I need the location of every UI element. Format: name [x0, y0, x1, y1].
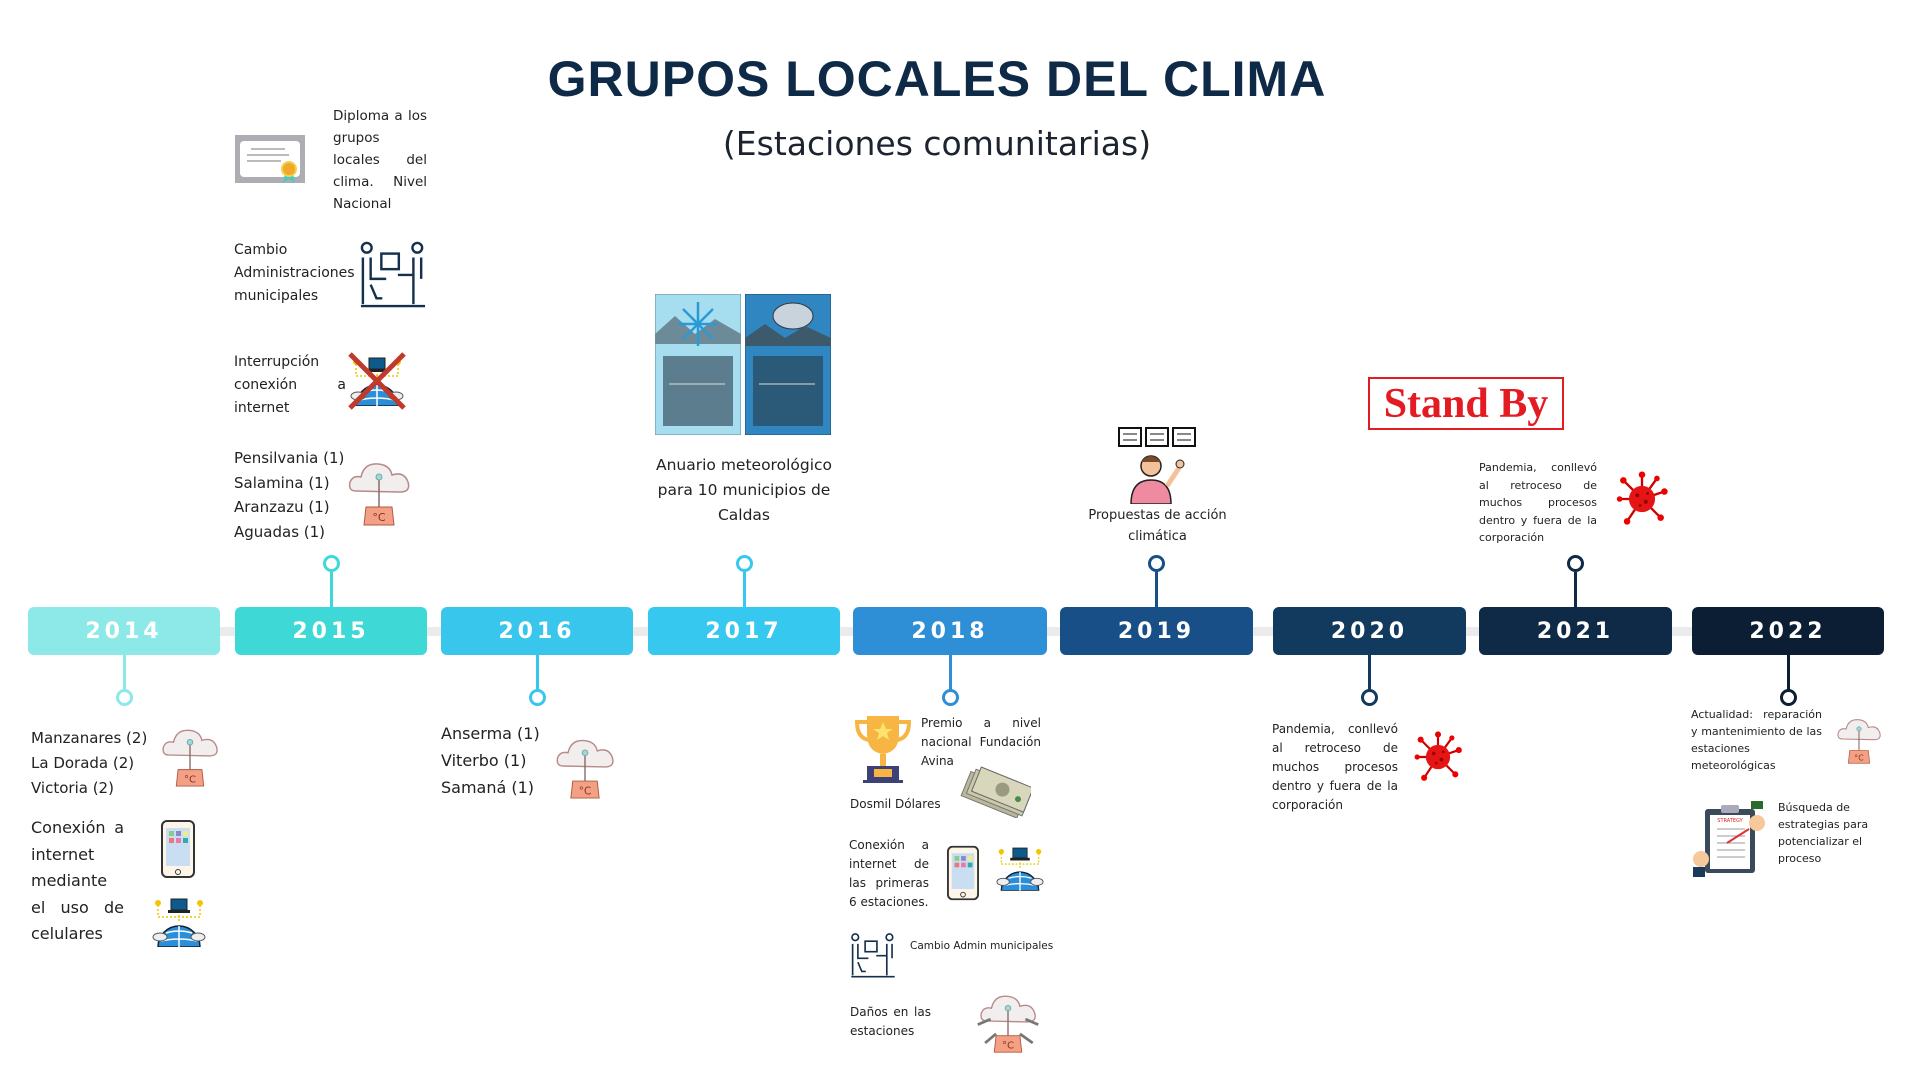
- connector-node: [1567, 555, 1584, 572]
- admin-change-text: Cambio Administraciones municipales: [234, 242, 355, 304]
- internet-network-icon: [152, 897, 206, 947]
- page-subtitle: (Estaciones comunitarias): [722, 124, 1152, 163]
- station-item: Pensilvania (1): [234, 449, 345, 467]
- year-box-2017: 2017: [648, 607, 840, 655]
- current-status-text: Actualidad: reparación y mantenimiento d…: [1691, 708, 1822, 772]
- year-box-2014: 2014: [28, 607, 220, 655]
- diploma-text: Diploma a los grupos locales del clima. …: [333, 108, 427, 212]
- connector-line: [535, 654, 539, 690]
- page-title: GRUPOS LOCALES DEL CLIMA: [547, 51, 1327, 107]
- stand-by-stamp: Stand By: [1368, 377, 1564, 430]
- handover-icon: [359, 239, 427, 309]
- year-box-2020: 2020: [1273, 607, 1466, 655]
- strategy-clipboard-icon: STRATEGY: [1691, 801, 1769, 877]
- year-box-2018: 2018: [853, 607, 1047, 655]
- strategy-text: Búsqueda de estrategias para potencializ…: [1778, 801, 1869, 865]
- award-text: Premio a nivel nacional Fundación Avina: [921, 716, 1041, 768]
- station-item: Manzanares (2): [31, 729, 148, 747]
- damaged-station-icon: [970, 988, 1046, 1054]
- connector-line: [1786, 654, 1790, 690]
- stations-2016: Anserma (1) Viterbo (1) Samaná (1): [441, 720, 540, 801]
- station-item: La Dorada (2): [31, 754, 135, 772]
- station-item: Anserma (1): [441, 724, 540, 743]
- mobile-connection-text: Conexión a internet mediante el uso de c…: [31, 818, 124, 943]
- connector-line: [1368, 654, 1371, 690]
- connector-node: [115, 689, 133, 706]
- year-box-2016: 2016: [441, 607, 633, 655]
- connector-node: [1361, 689, 1378, 706]
- connector-line: [742, 572, 746, 608]
- yearbook-text: Anuario meteorológico para 10 municipios…: [655, 456, 833, 524]
- virus-icon: [1412, 731, 1464, 783]
- handover-icon: [850, 931, 896, 979]
- station-item: Aranzazu (1): [234, 498, 330, 516]
- yearbook-image: [655, 294, 833, 435]
- proposals-text: Propuestas de acción climática: [1088, 508, 1227, 544]
- trophy-icon: [855, 714, 911, 784]
- connector-node: [941, 689, 959, 706]
- connector-line: [122, 654, 126, 690]
- weather-station-icon: [552, 732, 618, 800]
- year-box-2015: 2015: [235, 607, 427, 655]
- station-item: Samaná (1): [441, 778, 535, 797]
- connection-2018-text: Conexión a internet de las primeras 6 es…: [849, 838, 929, 909]
- year-box-2021: 2021: [1479, 607, 1672, 655]
- connector-line: [948, 654, 952, 690]
- stations-2014: Manzanares (2) La Dorada (2) Victoria (2…: [31, 726, 147, 801]
- proposal-presenter-icon: [1117, 426, 1197, 504]
- station-item: Salamina (1): [234, 473, 330, 492]
- admin-change-2018-text: Cambio Admin municipales: [910, 940, 1054, 952]
- weather-station-icon: [344, 455, 414, 527]
- connector-node: [735, 555, 753, 572]
- connector-line: [329, 572, 333, 608]
- diploma-icon: [235, 135, 305, 183]
- stations-2015: Pensilvania (1) Salamina (1) Aranzazu (1…: [234, 446, 344, 544]
- pandemic-text-2021: Pandemia, conllevó al retroceso de mucho…: [1479, 461, 1597, 544]
- money-icon: [959, 766, 1031, 818]
- interruption-text: Interrupción conexión a internet: [234, 354, 346, 416]
- svg-text:STRATEGY: STRATEGY: [1717, 818, 1743, 824]
- internet-network-icon: [996, 846, 1044, 891]
- connector-line: [1155, 572, 1158, 608]
- virus-icon: [1614, 471, 1670, 527]
- no-internet-icon: [346, 350, 408, 412]
- connector-node: [1779, 689, 1797, 706]
- connector-node: [322, 555, 340, 572]
- weather-station-icon: [158, 722, 222, 788]
- station-item: Aguadas (1): [234, 522, 326, 541]
- connector-node: [1148, 555, 1165, 572]
- year-box-2019: 2019: [1060, 607, 1253, 655]
- damage-text: Daños en las estaciones: [850, 1005, 931, 1038]
- connector-node: [528, 689, 546, 706]
- phone-icon: [947, 845, 979, 901]
- station-item: Victoria (2): [31, 779, 114, 797]
- year-box-2022: 2022: [1692, 607, 1884, 655]
- station-item: Viterbo (1): [441, 751, 527, 770]
- pandemic-text-2020: Pandemia, conllevó al retroceso de mucho…: [1272, 722, 1398, 812]
- weather-station-icon: [1834, 713, 1884, 765]
- phone-icon: [161, 820, 195, 878]
- money-text: Dosmil Dólares: [850, 797, 941, 811]
- connector-line: [1574, 572, 1577, 608]
